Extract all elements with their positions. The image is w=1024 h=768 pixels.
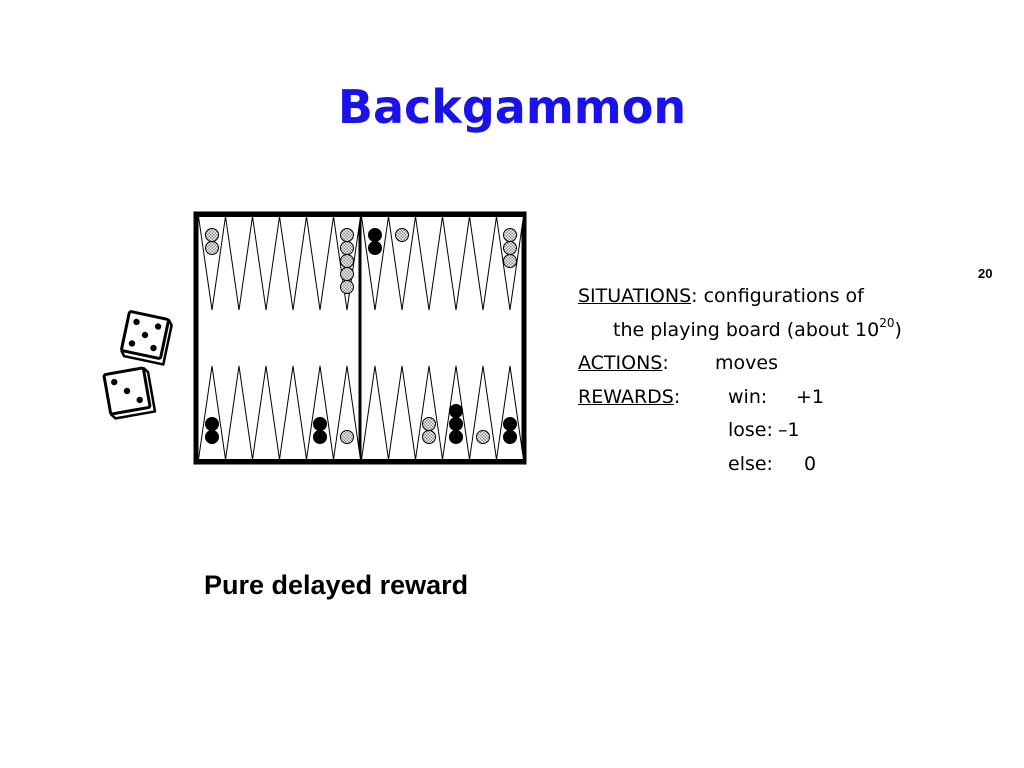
actions-row: ACTIONS: moves	[578, 347, 902, 381]
checker-top-p1-2	[205, 241, 219, 255]
board-point-top-4	[278, 216, 308, 311]
else-label: else:	[728, 452, 773, 475]
checker-top-p6-1	[340, 228, 354, 242]
die-1-pip-2	[154, 323, 162, 330]
lose-label: lose:	[728, 419, 773, 441]
win-label: win:	[728, 385, 768, 408]
checker-bottom-p5-1	[313, 430, 327, 444]
rewards-separator: :	[673, 385, 681, 408]
board-point-top-11	[468, 216, 498, 311]
board-point-top-7	[360, 216, 390, 311]
board-point-top-9	[414, 216, 444, 311]
checker-top-p12-1	[503, 228, 517, 242]
die-2-pip-1	[111, 378, 118, 386]
checker-bottom-p10-1	[449, 430, 463, 444]
checker-bottom-p12-2	[503, 417, 517, 431]
die-1-pip-5	[150, 344, 157, 352]
checker-top-p12-3	[503, 254, 517, 268]
situations-close-paren: )	[894, 318, 902, 341]
checker-top-p6-2	[340, 241, 354, 255]
situations-text: configurations of	[697, 285, 864, 307]
checker-bottom-p9-1	[422, 430, 436, 444]
situations-continuation-row: the playing board (about 1020)	[578, 314, 902, 348]
checker-bottom-p12-1	[503, 430, 517, 444]
board-point-bottom-4	[278, 365, 308, 460]
die-2-pip-3	[136, 396, 143, 404]
checker-bottom-p1-1	[205, 430, 219, 444]
die-1	[120, 310, 173, 366]
checker-bottom-p11-1	[476, 430, 490, 444]
board-point-bottom-2	[224, 365, 254, 460]
board-point-top-8	[387, 216, 417, 311]
checker-top-p6-5	[340, 280, 354, 294]
checker-top-p12-2	[503, 241, 517, 255]
checker-top-p8-1	[395, 228, 409, 242]
board-point-bottom-7	[360, 365, 390, 460]
board-point-top-10	[441, 216, 471, 311]
definitions-block: SITUATIONS: configurations of the playin…	[578, 280, 902, 481]
checker-bottom-p1-2	[205, 417, 219, 431]
else-value: 0	[804, 452, 817, 475]
situations-separator: :	[691, 285, 698, 307]
checker-top-p6-4	[340, 267, 354, 281]
checker-bottom-p9-2	[422, 417, 436, 431]
situations-term: SITUATIONS	[578, 285, 692, 307]
die-2-pip-2	[123, 387, 131, 395]
board-point-top-2	[224, 216, 254, 311]
win-value: +1	[796, 385, 825, 408]
checker-top-p6-3	[340, 254, 354, 268]
die-1-pip-4	[128, 340, 136, 347]
dice-group	[102, 310, 173, 420]
lose-row: lose: –1	[578, 414, 902, 448]
actions-separator: :	[662, 352, 669, 374]
checker-top-p1-1	[205, 228, 219, 242]
checker-top-p7-2	[368, 241, 382, 255]
rewards-term: REWARDS	[578, 385, 674, 408]
checker-bottom-p6-1	[340, 430, 354, 444]
board-illustration	[102, 211, 527, 465]
lose-value: –1	[778, 419, 800, 441]
situations-row: SITUATIONS: configurations of	[578, 280, 902, 314]
board-point-top-1	[197, 216, 227, 311]
checker-top-p7-1	[368, 228, 382, 242]
slide-caption: Pure delayed reward	[204, 570, 469, 600]
die-1-pip-3	[141, 331, 149, 339]
actions-text: moves	[715, 352, 778, 374]
slide-title: Backgammon	[337, 80, 687, 134]
board-point-bottom-8	[387, 365, 417, 460]
checker-bottom-p10-3	[449, 404, 463, 418]
board-point-top-5	[305, 216, 335, 311]
actions-term: ACTIONS	[578, 352, 663, 374]
page-number: 20	[978, 266, 993, 281]
checker-bottom-p10-2	[449, 417, 463, 431]
checker-bottom-p5-2	[313, 417, 327, 431]
rewards-row: REWARDS: win: +1	[578, 381, 902, 415]
board-point-bottom-3	[251, 365, 281, 460]
die-1-pip-1	[133, 318, 140, 326]
situations-exponent: 20	[879, 316, 895, 331]
board-point-top-3	[251, 216, 281, 311]
else-row: else: 0	[578, 448, 902, 482]
die-2	[102, 366, 157, 420]
situations-continuation: the playing board (about 10	[613, 318, 880, 341]
board-checkers	[205, 228, 517, 444]
